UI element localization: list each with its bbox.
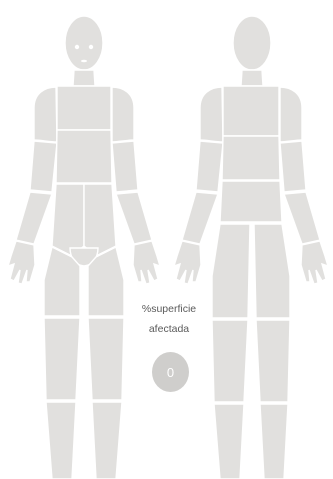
back-neck[interactable] [241,70,263,86]
back-lower-back[interactable] [222,136,280,180]
back-right-hand[interactable] [301,241,328,284]
back-left-upper-arm[interactable] [196,141,223,192]
back-left-thigh[interactable] [212,224,250,318]
front-right-hand[interactable] [8,241,35,284]
back-right-forearm[interactable] [284,192,320,244]
back-left-hand[interactable] [174,241,201,284]
front-figure [8,16,160,479]
back-left-forearm[interactable] [182,192,218,244]
left-eye [75,45,79,49]
back-buttocks[interactable] [220,181,282,222]
front-left-shoulder[interactable] [112,87,134,142]
front-right-hip[interactable] [52,184,84,256]
front-left-lower-leg[interactable] [88,318,124,400]
front-right-upper-arm[interactable] [30,141,57,192]
back-head[interactable] [233,16,271,70]
back-right-shoulder[interactable] [280,87,302,142]
front-right-shoulder[interactable] [34,87,57,142]
back-figure [174,16,328,479]
back-right-foot[interactable] [260,404,288,479]
back-right-lower-leg[interactable] [256,320,290,402]
front-right-forearm[interactable] [16,192,52,244]
front-left-forearm[interactable] [116,192,152,244]
affected-surface-value: 0 [152,352,189,392]
front-abdomen[interactable] [56,130,112,183]
back-right-thigh[interactable] [254,224,290,318]
affected-surface-label-line1: %superficie [136,299,202,319]
back-left-lower-leg[interactable] [212,320,248,402]
front-left-foot[interactable] [92,402,122,479]
back-left-shoulder[interactable] [200,87,223,142]
back-left-foot[interactable] [214,404,244,479]
front-left-hand[interactable] [133,241,160,284]
back-right-upper-arm[interactable] [280,141,306,192]
front-right-foot[interactable] [46,402,76,479]
front-right-lower-leg[interactable] [44,318,80,400]
front-neck[interactable] [73,70,95,86]
front-chest[interactable] [57,86,111,130]
front-left-upper-arm[interactable] [112,141,138,192]
right-eye [89,45,93,49]
mouth [81,60,87,63]
back-upper-back[interactable] [223,86,279,136]
affected-surface-label: %superficie afectada [136,299,202,339]
affected-surface-label-line2: afectada [136,319,202,339]
front-left-hip[interactable] [84,184,116,256]
